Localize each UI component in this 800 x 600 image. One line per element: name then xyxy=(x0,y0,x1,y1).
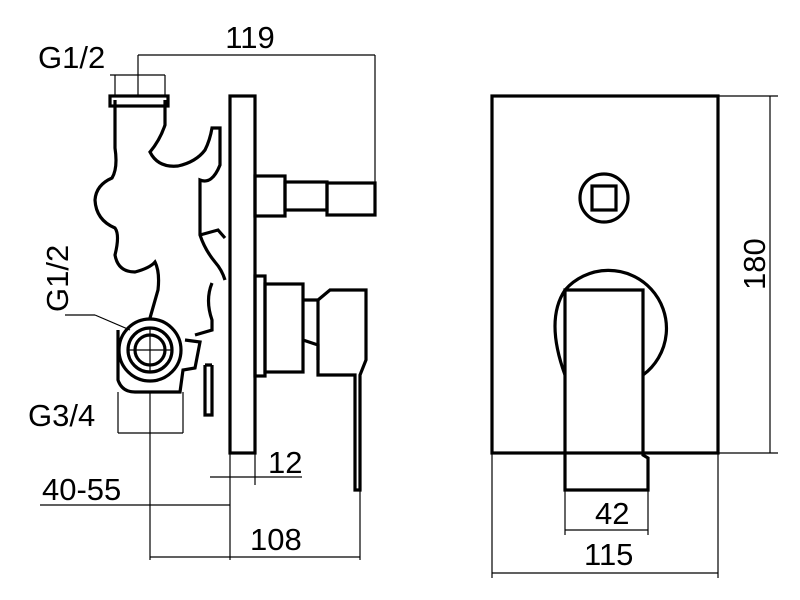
dim-leader-side-thread-diag xyxy=(94,314,131,331)
front-cover-plate xyxy=(490,94,720,455)
valve-body-outline xyxy=(93,100,227,337)
lever-escutcheon-left xyxy=(553,289,567,376)
top-inlet-cap xyxy=(108,94,170,108)
rear-flange xyxy=(203,363,214,417)
wall-plate xyxy=(228,94,257,455)
front-view: 180 42 115 xyxy=(490,94,778,578)
diverter-stem xyxy=(283,180,329,212)
dim-wall-plate-depth: 12 xyxy=(268,445,302,480)
dim-outlet-thread-side: G1/2 xyxy=(40,245,75,312)
dim-overall-depth: 119 xyxy=(225,20,274,55)
lever-escutcheon xyxy=(563,268,669,377)
dim-height: 180 xyxy=(737,238,772,290)
dim-inlet-thread-top: G1/2 xyxy=(38,40,105,75)
supply-port-outer xyxy=(117,317,183,383)
dim-supply-thread: G3/4 xyxy=(28,398,95,433)
diverter-button-ring xyxy=(578,172,630,224)
lever-housing-body xyxy=(263,282,305,374)
dim-lever-width: 42 xyxy=(595,496,629,531)
dim-install-depth-range: 40-55 xyxy=(42,472,121,507)
side-view: 119 G1/2 G1/2 G3/4 12 40-55 108 xyxy=(28,20,377,560)
dim-body-depth: 108 xyxy=(250,522,302,557)
diverter-button-square xyxy=(590,184,618,212)
diverter-collar xyxy=(253,174,287,218)
dim-plate-width: 115 xyxy=(584,537,633,572)
bottom-supply-fitting xyxy=(116,330,202,394)
lever-side-profile xyxy=(302,288,368,492)
diverter-knob xyxy=(325,181,377,217)
lever-handle-front xyxy=(563,288,650,492)
